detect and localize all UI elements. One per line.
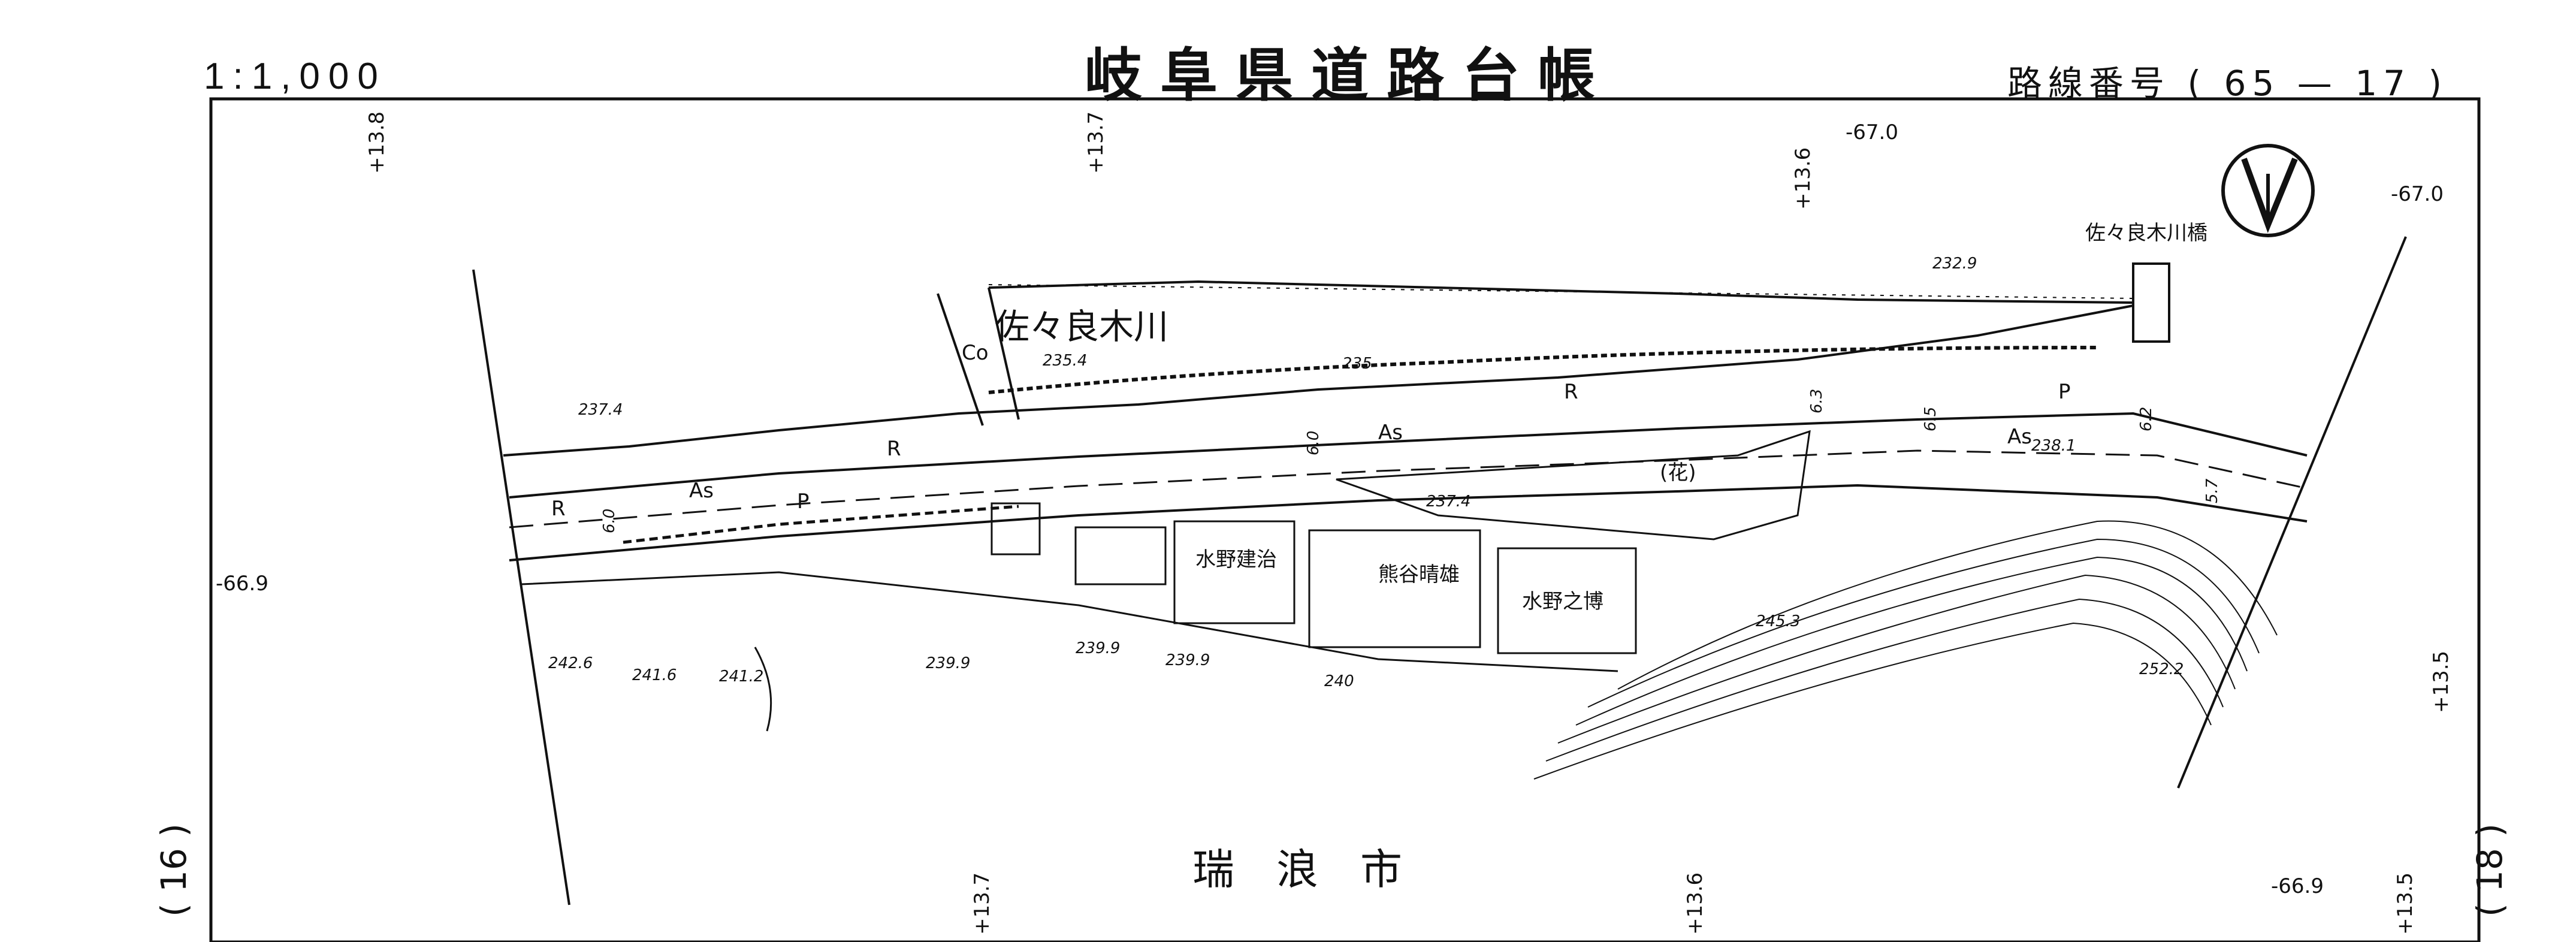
route-label: 路線番号 [2007, 63, 2171, 104]
coord-label: +13.5 [2429, 651, 2453, 713]
sheet-boundary-right [2177, 236, 2407, 789]
building-mizuno-yukihiro [1497, 547, 1637, 654]
flower-bed-parcel [1336, 430, 1811, 541]
sheet-number-right: ( 18 ) [2469, 823, 2510, 917]
elevation-label: 235 [1342, 355, 1372, 373]
road-edge-south [509, 484, 2308, 561]
sheet-number-left: ( 16 ) [153, 823, 194, 917]
coord-label: +13.7 [970, 872, 994, 935]
lower-lane [521, 571, 1618, 672]
sheet-boundary-left [472, 269, 570, 905]
bridge-co-east [987, 287, 1020, 420]
river-bank-south [503, 304, 2134, 457]
city-name: 瑞 浪 市 [1192, 845, 1402, 894]
river-name: 佐々良木川 [995, 306, 1168, 347]
elevation-label: 237.4 [1426, 493, 1470, 511]
road-centerline [509, 449, 2308, 529]
width-label: 6.3 [1808, 389, 1826, 413]
road-code-p: P [797, 490, 810, 514]
road-code-asphalt: As [2007, 425, 2032, 449]
road-edge-north [509, 412, 2308, 499]
road-code-r: R [551, 497, 566, 521]
river-bank-north [988, 280, 2134, 304]
coord-label: +13.5 [2393, 872, 2417, 935]
flower-bed-label: (花) [1660, 461, 1696, 485]
building-label-kumagai: 熊谷晴雄 [1378, 563, 1460, 587]
building-label-mizuno-kenji: 水野建治 [1195, 548, 1277, 572]
elevation-label: 240 [1324, 672, 1354, 690]
width-label: 6.5 [1922, 407, 1940, 431]
coord-label: +13.7 [1084, 111, 1108, 174]
elevation-label: 239.9 [1165, 651, 1210, 669]
property-line [754, 647, 772, 732]
road-code-r: R [1564, 380, 1578, 404]
elevation-label: 239.9 [1076, 639, 1120, 657]
building-mizuno-kenji [1173, 520, 1295, 624]
sidewalk-line [623, 505, 1019, 544]
elevation-label: 239.9 [926, 654, 970, 672]
coord-label: -66.9 [216, 572, 268, 596]
elevation-label: 252.2 [2139, 660, 2184, 678]
coord-label: -66.9 [2271, 874, 2324, 898]
elevation-label: 241.2 [719, 668, 763, 686]
road-code-asphalt: As [1378, 421, 1403, 445]
road-code-asphalt: As [689, 479, 714, 503]
north-arrow-ring [2221, 144, 2315, 237]
road-code-p: P [2058, 380, 2071, 404]
width-label: 6.0 [1304, 431, 1322, 455]
river-wall [988, 346, 2098, 394]
coord-label: +13.6 [1791, 147, 1815, 210]
road-code-r: R [887, 437, 901, 461]
map-scale: 1:1,000 [204, 56, 386, 97]
elevation-label: 237.4 [578, 401, 623, 419]
elevation-label: 232.9 [1932, 255, 1977, 273]
elevation-label: 242.6 [548, 654, 593, 672]
route-number: ( 65 — 17 ) [2187, 63, 2448, 104]
road-code-co: Co [962, 341, 989, 365]
river-bridge [2132, 262, 2170, 343]
elevation-label: 245.3 [1756, 612, 1800, 630]
bridge-name: 佐々良木川橋 [2085, 221, 2207, 245]
coord-label: +13.6 [1683, 872, 1707, 935]
coord-label: -67.0 [1846, 120, 1898, 144]
width-label: 6.0 [600, 509, 618, 533]
elevation-label: 235.4 [1043, 352, 1087, 370]
width-label: 6.2 [2137, 407, 2155, 431]
width-label: 5.7 [2203, 478, 2221, 503]
bridge-co-west [937, 293, 984, 426]
map-frame [209, 97, 2481, 942]
coord-label: -67.0 [2391, 182, 2444, 206]
building-outline [1074, 526, 1167, 585]
building-kumagai [1308, 529, 1481, 648]
coord-label: +13.8 [365, 111, 389, 174]
elevation-label: 241.6 [632, 666, 677, 684]
building-label-mizuno-yukihiro: 水野之博 [1522, 590, 1603, 614]
building-small [990, 502, 1041, 555]
route-number-box: 路線番号 ( 65 — 17 ) [2007, 55, 2448, 105]
slope-contours [1533, 520, 2278, 780]
elevation-label: 238.1 [2031, 437, 2076, 455]
